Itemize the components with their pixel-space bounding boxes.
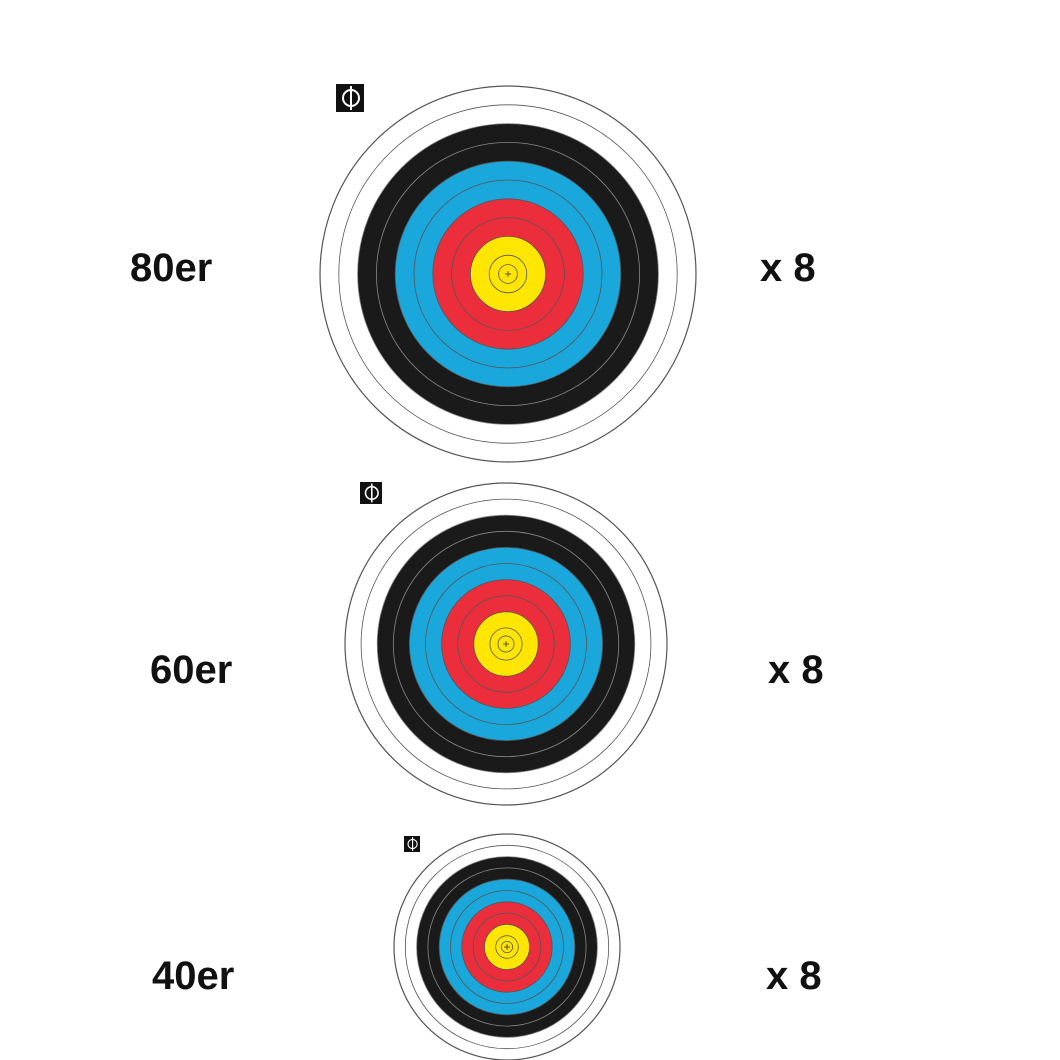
world-archery-logo-icon [360, 482, 382, 509]
target-size-label-40: 40er [152, 954, 235, 998]
world-archery-logo-icon [336, 84, 364, 117]
target-quantity-80: x 8 [760, 246, 816, 290]
target-size-label-80: 80er [130, 246, 213, 290]
target-quantity-40: x 8 [766, 954, 822, 998]
target-x-ring [497, 635, 515, 653]
target-x-ring [500, 940, 514, 954]
target-quantity-60: x 8 [768, 648, 824, 692]
target-x-ring [498, 264, 518, 284]
world-archery-logo-icon [404, 836, 420, 857]
target-size-label-60: 60er [150, 648, 233, 692]
